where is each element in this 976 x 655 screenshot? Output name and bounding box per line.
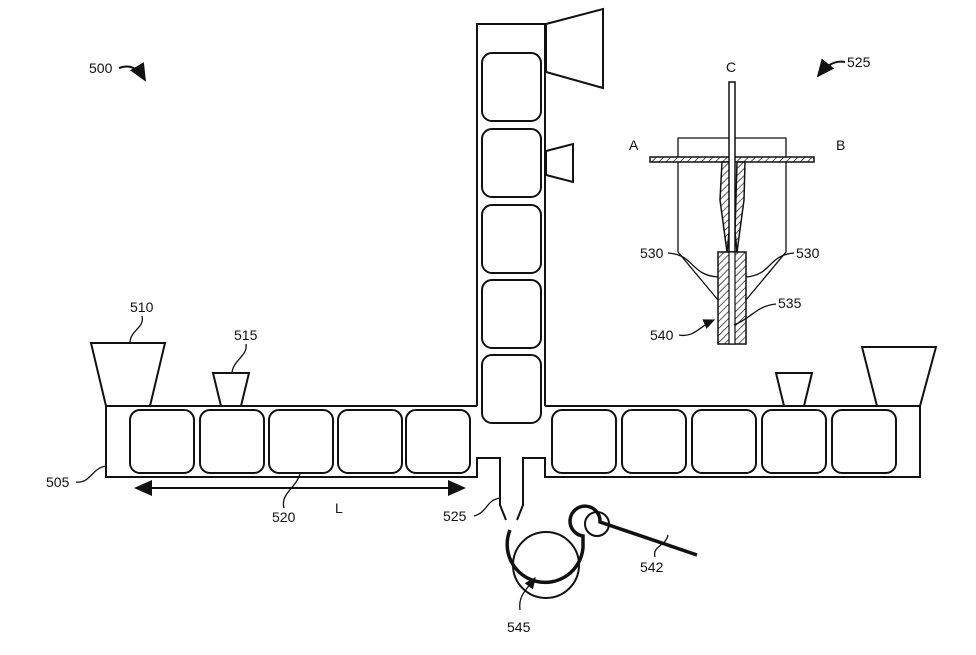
barrel-505 (89, 342, 938, 521)
barrel-cell (761, 409, 827, 474)
arrow-500 (118, 62, 147, 82)
barrel-cell (268, 409, 334, 474)
barrel-cell (405, 409, 471, 474)
label-525-die: 525 (443, 508, 467, 524)
barrel-cell (337, 409, 403, 474)
label-540: 540 (650, 327, 674, 343)
label-535: 535 (778, 295, 802, 311)
label-500: 500 (89, 60, 113, 76)
arrow-545 (519, 576, 536, 611)
leader-510 (129, 315, 143, 344)
hopper-510 (89, 342, 167, 407)
hopper-right-small (774, 372, 814, 407)
barrel-cell (691, 409, 757, 474)
leader-535 (733, 303, 777, 326)
label-A: A (629, 137, 639, 153)
label-525-detail: 525 (847, 54, 871, 70)
column-cell (481, 279, 542, 349)
column-cell (481, 52, 542, 122)
label-530-right: 530 (796, 245, 820, 261)
vertical-column (476, 7, 604, 424)
label-505: 505 (46, 474, 70, 490)
barrel-cell (199, 409, 265, 474)
hopper-right-large (860, 346, 938, 407)
label-510: 510 (130, 299, 154, 315)
barrel-cell (831, 409, 897, 474)
leader-505 (75, 465, 107, 483)
leader-530-left (667, 252, 719, 278)
arrow-540 (678, 319, 716, 337)
column-cell (481, 128, 542, 198)
column-cell (481, 354, 542, 424)
hopper-515 (211, 372, 251, 407)
column-hopper-large (545, 7, 604, 90)
label-B: B (836, 137, 845, 153)
barrel-cell (621, 409, 687, 474)
leader-525 (473, 497, 501, 517)
leader-515 (231, 343, 247, 374)
leader-520 (282, 473, 301, 509)
barrel-cell (551, 409, 617, 474)
label-L: L (335, 500, 343, 516)
column-hopper-small (545, 142, 574, 184)
label-545: 545 (507, 619, 531, 635)
leader-530-right (745, 252, 795, 278)
column-cell (481, 204, 542, 274)
die-detail-525: C A B 525 (629, 54, 871, 345)
label-515: 515 (234, 327, 258, 343)
label-542: 542 (640, 559, 664, 575)
leader-542 (653, 534, 669, 558)
arrow-525 (816, 58, 846, 78)
label-C: C (726, 59, 736, 75)
label-530-left: 530 (640, 245, 664, 261)
roller-545 (505, 504, 698, 611)
label-520: 520 (272, 509, 296, 525)
barrel-cell (129, 409, 195, 474)
